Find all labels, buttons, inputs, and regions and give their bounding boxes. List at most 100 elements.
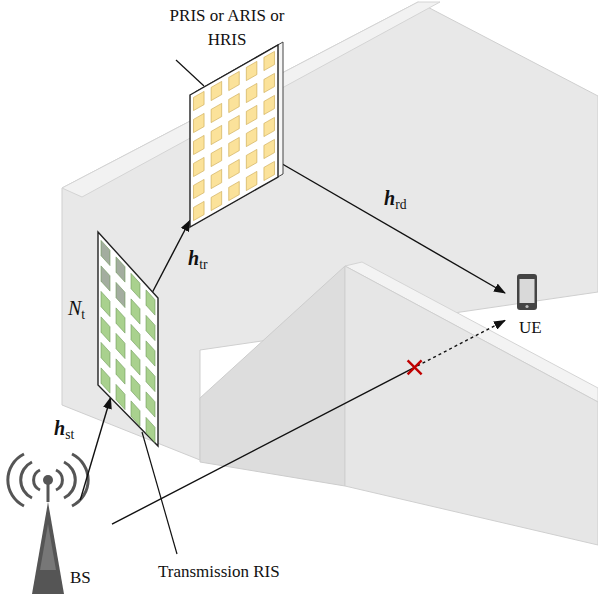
- ris-element: [146, 392, 155, 417]
- channel-arrow: [80, 398, 110, 500]
- ris-element: [194, 91, 205, 110]
- ris-element: [264, 51, 275, 70]
- ris-element: [264, 73, 275, 92]
- phone-body: [517, 274, 537, 310]
- wave-arc: [21, 462, 32, 498]
- antenna-tower: [32, 502, 64, 594]
- ris-element: [116, 384, 125, 409]
- ris-element: [146, 290, 155, 315]
- leader-line: [176, 60, 204, 86]
- user-equipment: UE: [505, 270, 555, 345]
- base-station: BS: [20, 500, 112, 596]
- subscript: st: [65, 427, 74, 442]
- ris-element: [116, 333, 125, 358]
- ris-element: [229, 115, 240, 134]
- channel-arrow: [153, 220, 190, 292]
- node-shape: [20, 500, 112, 596]
- front-wall-face: [345, 266, 598, 545]
- ris-element: [246, 61, 257, 80]
- ris-element: [146, 341, 155, 366]
- panel-outline: [190, 45, 278, 227]
- ris-element: [146, 417, 155, 442]
- ris-element: [211, 169, 222, 188]
- cross-stroke: [408, 360, 422, 374]
- channel-label: htr: [188, 246, 207, 277]
- ris-element: [229, 159, 240, 178]
- antenna-mast: [47, 484, 50, 502]
- ris-element: [146, 315, 155, 340]
- ris-element: [131, 324, 140, 349]
- wave-arc: [34, 470, 40, 490]
- ris-element: [101, 342, 110, 367]
- ris-element: [194, 135, 205, 154]
- subscript: tr: [199, 257, 207, 272]
- antenna-tip: [43, 475, 53, 485]
- subscript: rd: [395, 197, 406, 212]
- ris-element: [101, 317, 110, 342]
- panel-outline: [98, 232, 158, 446]
- subscript: t: [81, 307, 85, 322]
- blocked-link: [112, 320, 505, 524]
- ris-element: [101, 240, 110, 265]
- ris-element: [131, 350, 140, 375]
- ris-element: [131, 273, 140, 298]
- ris-element: [101, 266, 110, 291]
- ris-element: [229, 71, 240, 90]
- phone-screen: [520, 279, 535, 303]
- wave-arc: [56, 470, 62, 490]
- ris-element: [116, 308, 125, 333]
- ris-element: [116, 257, 125, 282]
- ris-element: [194, 113, 205, 132]
- ris-element: [211, 103, 222, 122]
- ris-element: [146, 366, 155, 391]
- ris-element: [229, 137, 240, 156]
- tower-detail: [40, 524, 56, 570]
- blocked-mark: [408, 360, 422, 374]
- ris-element: [246, 171, 257, 190]
- radio-waves: [8, 454, 88, 506]
- cross-stroke: [408, 360, 422, 374]
- ris-element: [246, 105, 257, 124]
- ris-element: [246, 127, 257, 146]
- node-shape: [96, 228, 160, 450]
- node-label: BS: [70, 566, 91, 590]
- channel-arrow: [278, 161, 505, 293]
- reflecting-ris-panel: PRIS or ARIS or HRIS: [186, 42, 282, 230]
- ris-element: [194, 157, 205, 176]
- ris-element: [229, 93, 240, 112]
- ris-element: [131, 299, 140, 324]
- ris-element: [211, 81, 222, 100]
- ris-element: [116, 282, 125, 307]
- ris-element: [264, 95, 275, 114]
- node-shape: [186, 42, 282, 230]
- ris-element: [131, 375, 140, 400]
- ris-element: [264, 161, 275, 180]
- ris-element: [116, 359, 125, 384]
- channel-label: hrd: [384, 186, 406, 217]
- panel-label: PRIS or ARIS or HRIS: [160, 4, 294, 52]
- inner-wall-face: [200, 266, 345, 486]
- phone-button: [525, 305, 528, 308]
- ris-element: [101, 291, 110, 316]
- symbol: N: [68, 297, 81, 319]
- node-label: UE: [519, 316, 542, 340]
- wave-arc: [64, 462, 75, 498]
- ris-element: [264, 139, 275, 158]
- ris-element: [246, 83, 257, 102]
- dimension-symbol: Nt: [68, 296, 85, 327]
- wave-arc: [8, 454, 24, 506]
- ris-element: [101, 368, 110, 393]
- ris-element: [131, 401, 140, 426]
- symbol: h: [188, 247, 199, 269]
- ris-element: [211, 191, 222, 210]
- ris-element: [264, 117, 275, 136]
- ris-element: [246, 149, 257, 168]
- symbol: h: [54, 417, 65, 439]
- channel-label: hst: [54, 416, 74, 447]
- ris-element: [211, 147, 222, 166]
- panel-label: Transmission RIS: [158, 560, 280, 584]
- ris-element: [229, 181, 240, 200]
